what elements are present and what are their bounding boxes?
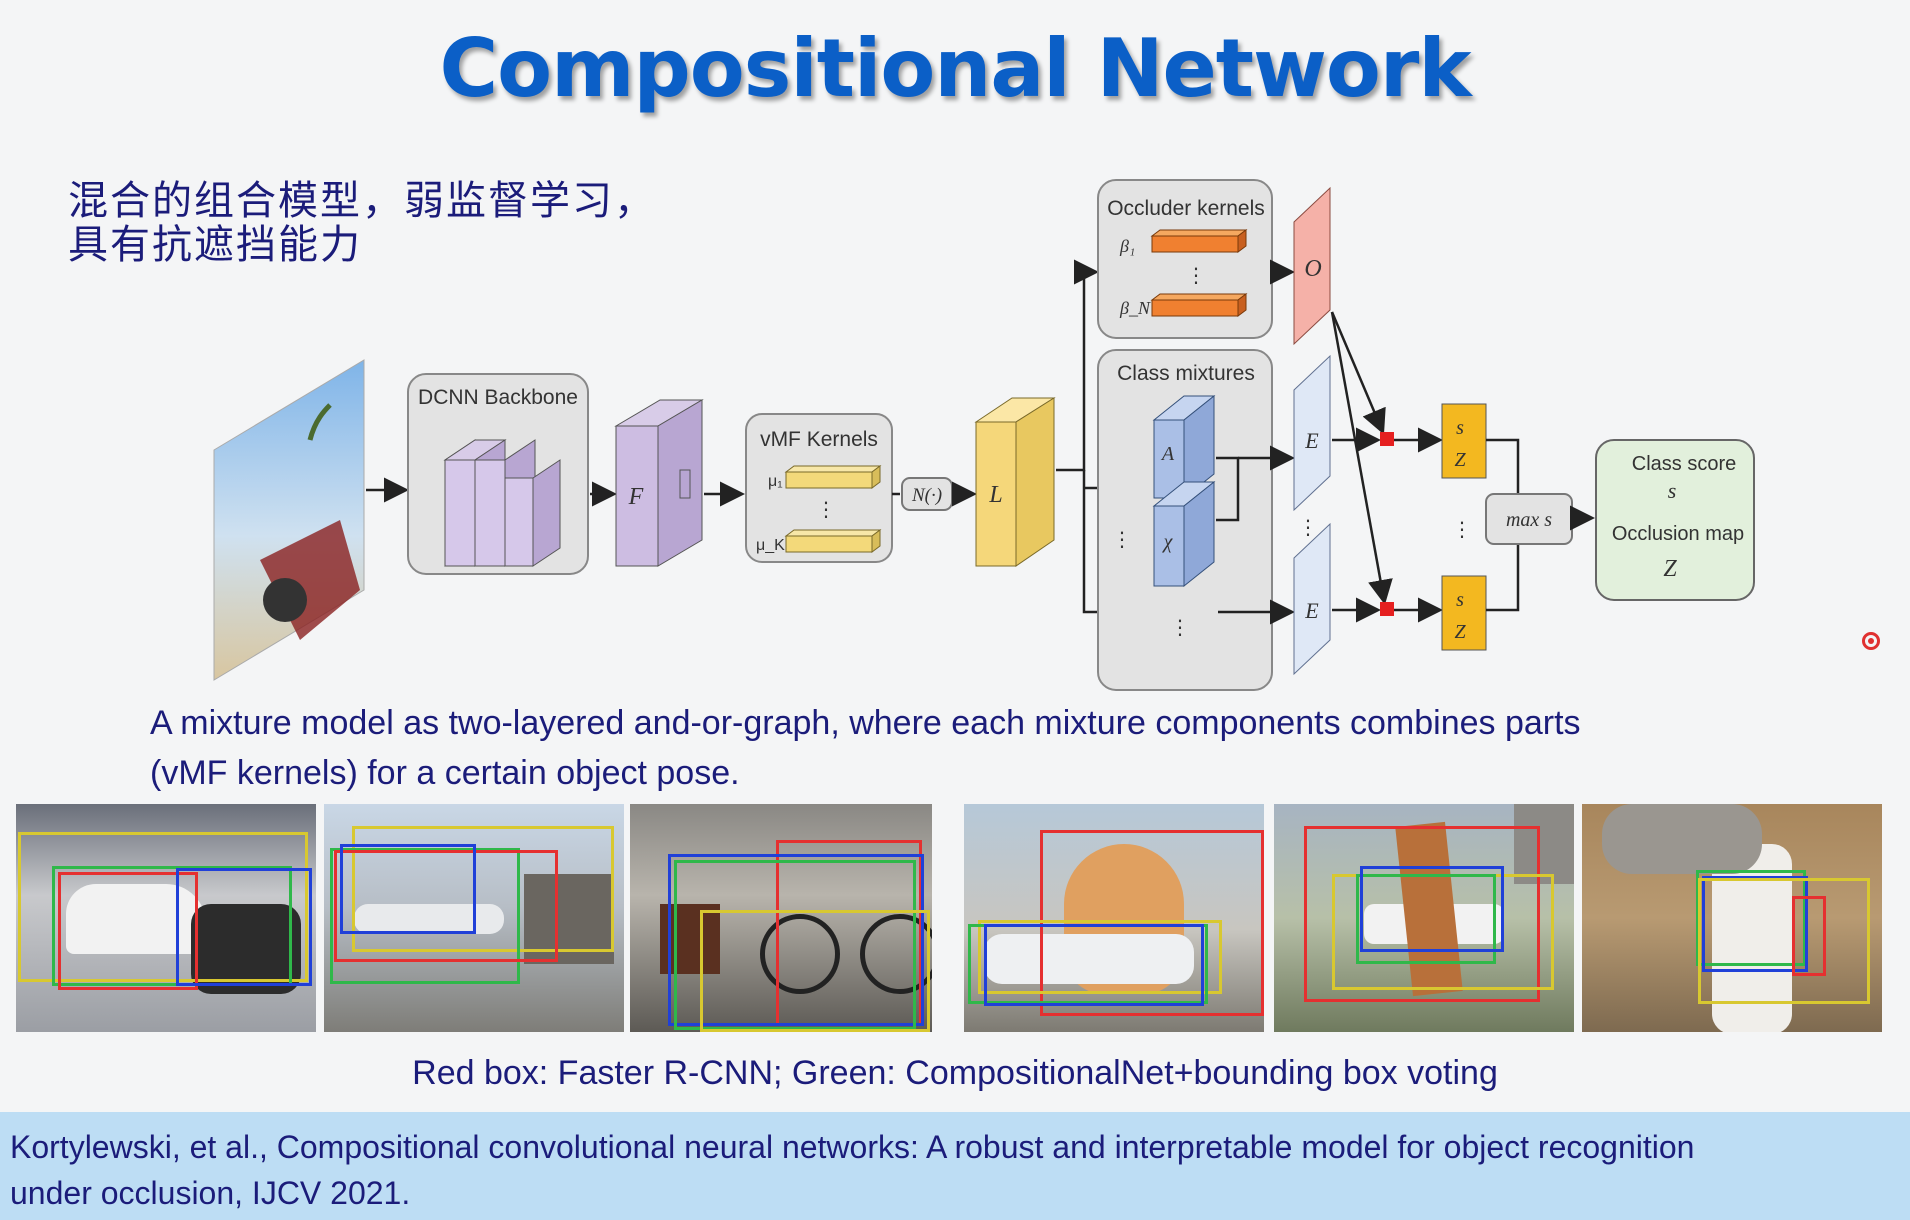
e-bottom-block: E (1294, 524, 1330, 674)
mixture-dots-bottom: ⋮ (1170, 615, 1190, 639)
occlusion-o: O (1294, 188, 1330, 344)
example-photo-dog-occluder (964, 804, 1264, 1032)
mixture-a-label: A (1160, 443, 1175, 465)
example-photo-airplane (324, 804, 624, 1032)
description-line2: (vMF kernels) for a certain object pose. (150, 748, 1850, 798)
vmf-dots: ⋮ (816, 497, 836, 521)
occlusion-map-label: Occlusion map (1612, 523, 1744, 545)
bbox-blue (1360, 866, 1504, 952)
sz-top-s: s (1456, 417, 1464, 439)
beta-1-label: β₁ (1119, 236, 1135, 256)
class-mixtures-label: Class mixtures (1117, 362, 1255, 385)
occluder-dots: ⋮ (1186, 263, 1206, 287)
occluder-label: Occluder kernels (1107, 197, 1265, 220)
e-dots: ⋮ (1298, 515, 1318, 539)
sz-top-z: Z (1454, 449, 1466, 471)
citation-line2: under occlusion, IJCV 2021. (10, 1170, 1900, 1216)
example-photo-bicycle (630, 804, 932, 1032)
max-block: max s (1486, 494, 1572, 544)
vmf-kernels-block: vMF Kernels μ₁ ⋮ μ_K (746, 414, 892, 562)
record-indicator-icon (1862, 632, 1880, 650)
sz-dots: ⋮ (1452, 517, 1472, 541)
bbox-blue (176, 868, 312, 986)
mixture-chi-label: χ (1162, 531, 1174, 553)
e-top-label: E (1304, 428, 1319, 453)
max-label: max s (1506, 509, 1552, 531)
occlusion-map-symbol: Z (1663, 556, 1677, 582)
input-image (214, 360, 364, 680)
beta-n-label: β_N (1119, 298, 1151, 318)
feature-label: F (628, 484, 644, 510)
o-label: O (1304, 256, 1321, 282)
combine-node-top (1380, 432, 1394, 446)
l-label: L (988, 482, 1002, 508)
description-line1: A mixture model as two-layered and-or-gr… (150, 698, 1850, 748)
combine-connectors (1332, 312, 1438, 610)
feature-map-f: F (616, 400, 702, 566)
likelihood-l: L (976, 398, 1054, 566)
citation-line1: Kortylewski, et al., Compositional convo… (10, 1124, 1900, 1170)
mixture-dots-left: ⋮ (1112, 527, 1132, 551)
mu-k-label: μ_K (756, 537, 785, 554)
example-photo-car (16, 804, 316, 1032)
example-photo-racecar-occluder (1274, 804, 1574, 1032)
bbox-yellow (700, 910, 930, 1032)
network-diagram: DCNN Backbone F vMF Kernels μ₁ ⋮ μ_K (0, 0, 1910, 700)
e-bottom-label: E (1304, 598, 1319, 623)
class-mixtures-block: Class mixtures A χ ⋮ ⋮ (1098, 350, 1272, 690)
example-photo-motorbike-cat (1582, 804, 1882, 1032)
citation-bar: Kortylewski, et al., Compositional convo… (0, 1112, 1910, 1220)
output-block: Class score s Occlusion map Z (1596, 440, 1754, 600)
score-block-top: s Z (1442, 404, 1486, 478)
sz-bottom-s: s (1456, 589, 1464, 611)
bbox-yellow (1698, 878, 1870, 1004)
norm-label: N(·) (911, 485, 942, 506)
photo-caption: Red box: Faster R-CNN; Green: Compositio… (0, 1054, 1910, 1093)
e-top-block: E (1294, 356, 1330, 510)
bbox-blue (340, 844, 476, 934)
score-block-bottom: s Z (1442, 576, 1486, 650)
backbone-label: DCNN Backbone (418, 386, 578, 409)
dcnn-backbone-block: DCNN Backbone (408, 374, 588, 574)
vmf-label: vMF Kernels (760, 428, 878, 451)
class-score-label: Class score (1632, 453, 1736, 475)
combine-node-bottom (1380, 602, 1394, 616)
class-score-symbol: s (1668, 478, 1677, 503)
bbox-blue (984, 924, 1204, 1006)
sz-bottom-z: Z (1454, 621, 1466, 643)
occluder-kernels-block: Occluder kernels β₁ ⋮ β_N (1098, 180, 1272, 338)
mu-1-label: μ₁ (768, 473, 783, 490)
normalization-block: N(·) (902, 478, 952, 510)
